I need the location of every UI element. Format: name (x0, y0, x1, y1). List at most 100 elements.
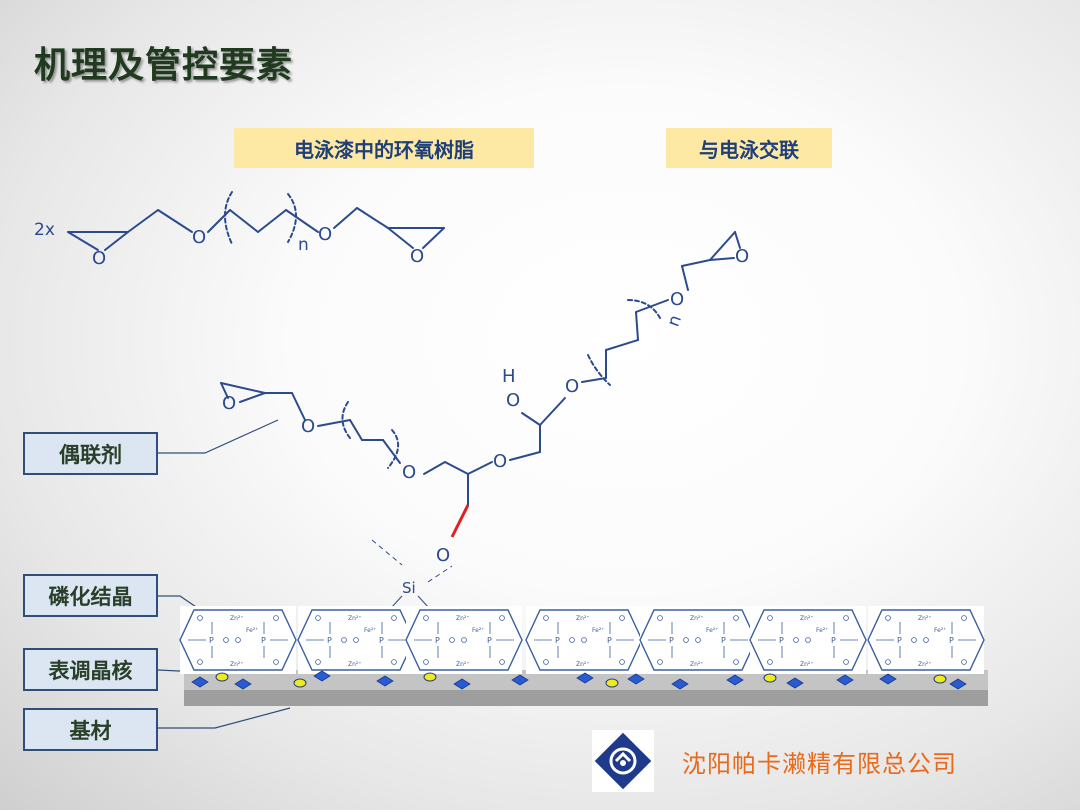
nucleus-oval (933, 674, 947, 684)
oxygen-mark (767, 615, 773, 621)
oxygen-atom: O (436, 545, 450, 566)
oxygen-mark (923, 637, 929, 643)
zn-ion: Zn²⁺ (576, 615, 590, 622)
oxygen-atom: O (318, 224, 332, 245)
oxygen-atom: O (92, 248, 106, 269)
nucleus-diamond (879, 673, 897, 685)
p-atom: P (831, 636, 836, 645)
nucleus-diamond (576, 672, 594, 684)
si-dashed-bonds (371, 539, 453, 583)
p-atom: P (327, 636, 332, 645)
oxygen-atom: O (192, 227, 206, 248)
hydrogen-atom: H (502, 366, 516, 387)
zn-ion: Zn²⁺ (918, 661, 932, 668)
nucleus-oval (293, 678, 307, 688)
oxygen-mark (461, 637, 467, 643)
oxygen-mark (569, 637, 575, 643)
zn-ion: Zn²⁺ (348, 661, 362, 668)
p-atom: P (487, 636, 492, 645)
oxygen-mark (423, 659, 429, 665)
silicon-atom: Si (402, 579, 416, 597)
parker-logo-icon (592, 730, 654, 792)
oxygen-mark (197, 615, 203, 621)
crosslink-header: 与电泳交联 (666, 128, 832, 168)
nucleus-oval (423, 672, 437, 682)
nucleus-diamond (376, 675, 394, 687)
epoxy-header: 电泳漆中的环氧树脂 (234, 128, 534, 168)
zn-ion: Zn²⁺ (456, 615, 470, 622)
oxygen-atom: O (301, 416, 315, 437)
p-atom: P (261, 636, 266, 645)
zn-ion: Zn²⁺ (348, 615, 362, 622)
oxygen-mark (543, 659, 549, 665)
p-atom: P (435, 636, 440, 645)
oxygen-mark (805, 637, 811, 643)
oxygen-mark (273, 659, 279, 665)
substrate-layer (184, 690, 988, 706)
oxygen-mark (695, 637, 701, 643)
oxygen-atom: O (493, 451, 507, 472)
oxygen-mark (961, 659, 967, 665)
p-atom: P (949, 636, 954, 645)
oxygen-mark (543, 615, 549, 621)
fe-ion: Fe²⁺ (246, 627, 258, 634)
oxygen-mark (223, 637, 229, 643)
substrate-label: 基材 (23, 708, 158, 751)
nucleus-oval (763, 673, 777, 683)
p-atom: P (779, 636, 784, 645)
oxygen-mark (449, 637, 455, 643)
oxygen-atom: O (402, 462, 416, 483)
oxygen-mark (885, 615, 891, 621)
oxygen-atom: O (506, 390, 520, 411)
oxygen-mark (733, 659, 739, 665)
p-atom: P (379, 636, 384, 645)
oxygen-mark (499, 615, 505, 621)
oxygen-mark (315, 615, 321, 621)
oxygen-mark (657, 659, 663, 665)
p-atom: P (607, 636, 612, 645)
p-atom: P (555, 636, 560, 645)
p-atom: P (721, 636, 726, 645)
nucleus-diamond (234, 678, 252, 690)
oxygen-mark (235, 637, 241, 643)
company-name: 沈阳帕卡濑精有限总公司 (682, 750, 957, 778)
zn-ion: Zn²⁺ (800, 615, 814, 622)
crosslink-molecule (220, 231, 741, 506)
oxygen-mark (619, 615, 625, 621)
nucleus-diamond (671, 678, 689, 690)
oxygen-mark (843, 615, 849, 621)
nucleus-oval (215, 672, 229, 682)
fe-ion: Fe²⁺ (934, 627, 946, 634)
zn-ion: Zn²⁺ (918, 615, 932, 622)
oxygen-mark (961, 615, 967, 621)
oxygen-mark (619, 659, 625, 665)
oxygen-mark (581, 637, 587, 643)
oxygen-mark (793, 637, 799, 643)
zn-ion: Zn²⁺ (800, 661, 814, 668)
zn-ion: Zn²⁺ (690, 661, 704, 668)
p-atom: P (669, 636, 674, 645)
p-atom: P (209, 636, 214, 645)
zn-ion: Zn²⁺ (690, 615, 704, 622)
oxygen-atom: O (735, 246, 749, 267)
fe-ion: Fe²⁺ (472, 627, 484, 634)
fe-ion: Fe²⁺ (816, 627, 828, 634)
oxygen-mark (657, 615, 663, 621)
oxygen-mark (315, 659, 321, 665)
nucleus-diamond (453, 678, 471, 690)
multiplier-text: 2x (34, 220, 55, 240)
nucleus-diamond (627, 673, 645, 685)
nucleus-oval (605, 678, 619, 688)
fe-ion: Fe²⁺ (706, 627, 718, 634)
oxygen-mark (843, 659, 849, 665)
oxygen-mark (911, 637, 917, 643)
oxygen-mark (767, 659, 773, 665)
oxygen-mark (341, 637, 347, 643)
